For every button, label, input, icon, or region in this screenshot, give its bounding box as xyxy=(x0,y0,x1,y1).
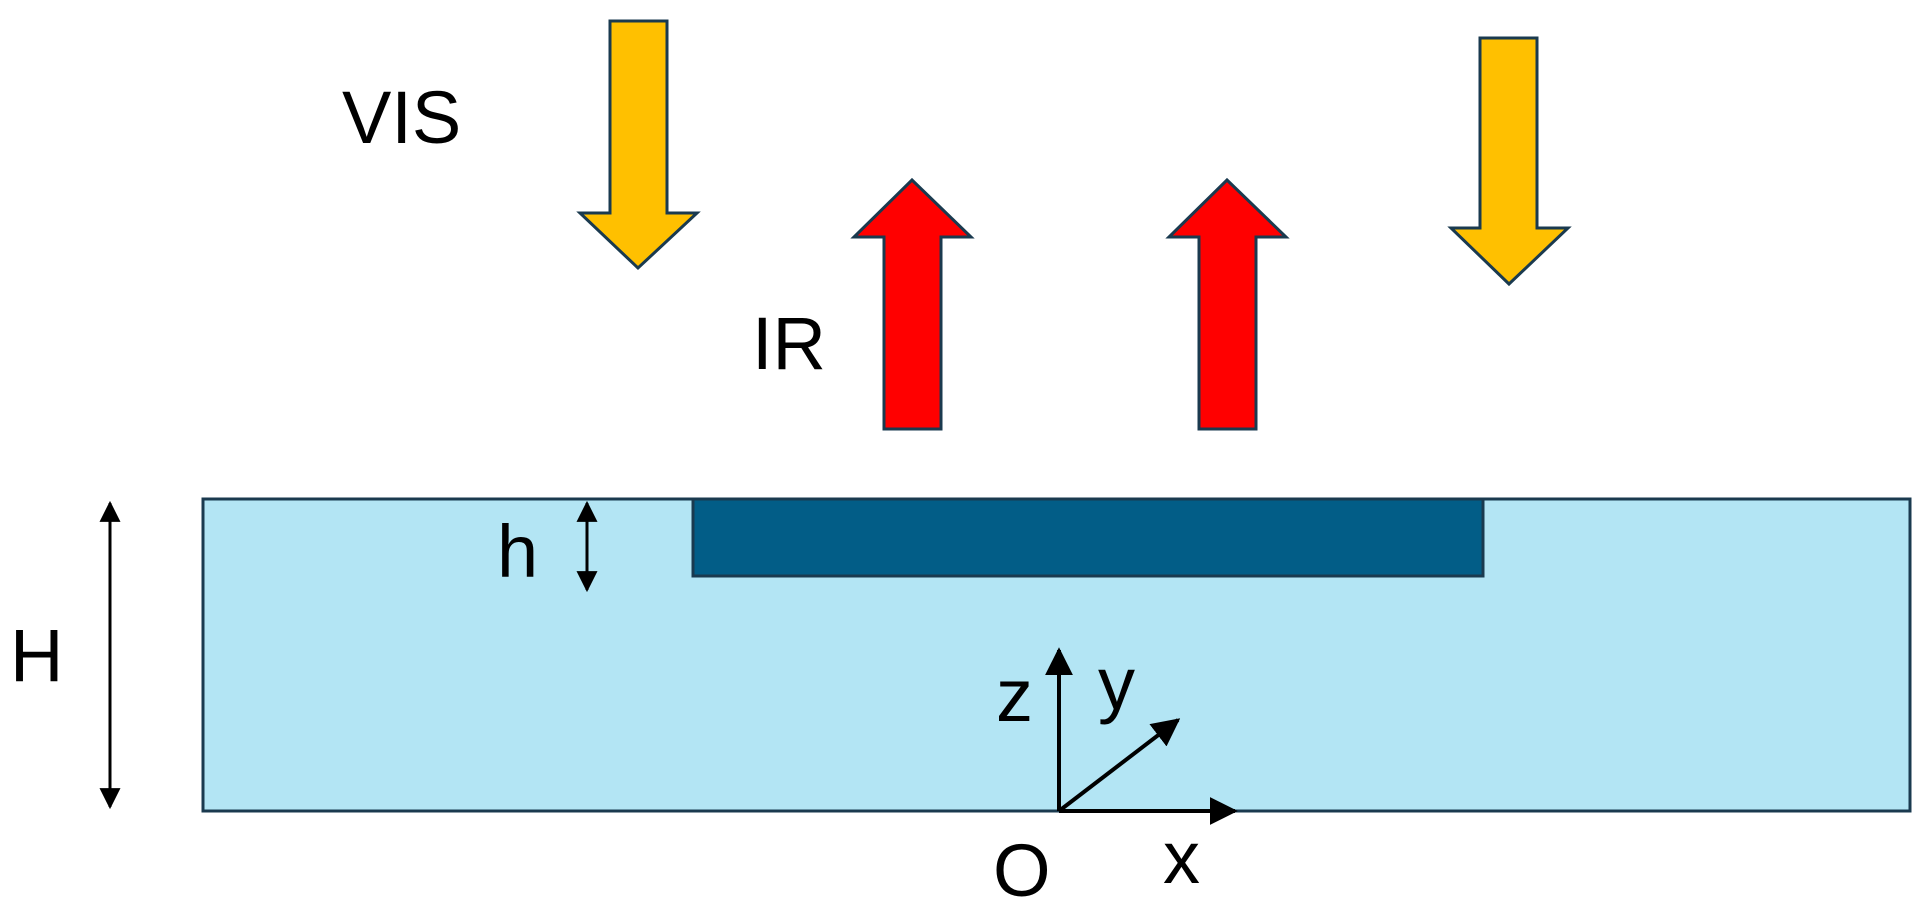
ir-label: IR xyxy=(752,302,826,385)
thin-thickness-label: h xyxy=(497,510,538,593)
y-axis xyxy=(1057,718,1181,813)
vis-arrow-left xyxy=(576,19,701,271)
ir-arrow-left xyxy=(850,177,975,431)
vis-arrow-right xyxy=(1447,36,1572,287)
origin-label: O xyxy=(993,829,1051,912)
y-axis-label: y xyxy=(1098,642,1135,725)
vis-label: VIS xyxy=(342,76,461,159)
thin-layer xyxy=(691,497,1485,578)
ir-arrow-right xyxy=(1165,177,1290,431)
z-axis-label: z xyxy=(996,654,1033,737)
x-axis-label: x xyxy=(1163,816,1200,899)
total-thickness-label: H xyxy=(10,614,63,697)
